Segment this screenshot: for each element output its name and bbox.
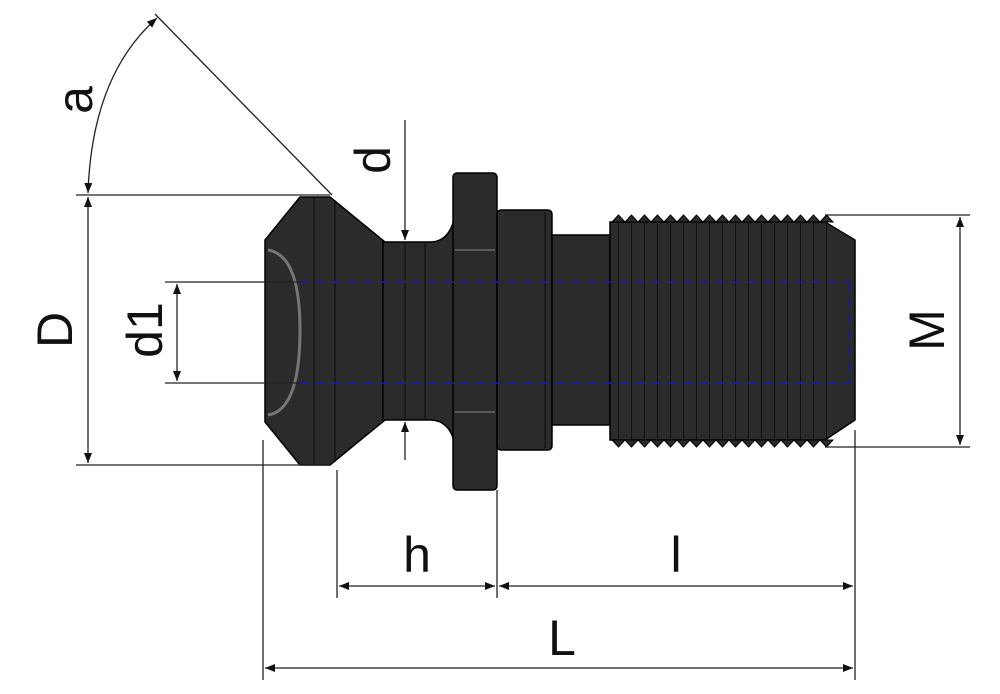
- label-l: l: [670, 527, 681, 583]
- dimension-lengths: h l L: [262, 430, 856, 680]
- thread-tooth: [779, 439, 796, 448]
- label-h: h: [403, 527, 431, 583]
- dimension-d1: d1: [117, 281, 300, 384]
- thread-tooth: [727, 214, 744, 223]
- thread-tooth: [740, 439, 757, 448]
- thread-teeth: [610, 214, 835, 448]
- pull-stud-body: [264, 172, 856, 491]
- thread-tooth: [610, 214, 627, 223]
- label-L: L: [548, 610, 576, 666]
- label-D: D: [27, 312, 83, 348]
- thread-tooth: [675, 214, 692, 223]
- thread-tooth: [714, 214, 731, 223]
- thread-tooth: [753, 439, 770, 448]
- thread-tooth: [675, 439, 692, 448]
- thread-tooth: [636, 439, 653, 448]
- thread-tooth: [623, 214, 640, 223]
- thread-tooth: [649, 214, 666, 223]
- thread-tooth: [610, 439, 627, 448]
- label-d1: d1: [117, 302, 173, 358]
- thread-tooth: [714, 439, 731, 448]
- thread-tooth: [688, 214, 705, 223]
- thread-tooth: [792, 439, 809, 448]
- thread-tooth: [805, 214, 822, 223]
- thread-tooth: [805, 439, 822, 448]
- thread-tooth: [818, 439, 835, 448]
- label-d: d: [345, 146, 401, 174]
- dimension-angle-a: a: [47, 13, 333, 196]
- thread-tooth: [701, 214, 718, 223]
- thread-tooth: [636, 214, 653, 223]
- thread-tooth: [701, 439, 718, 448]
- thread-tooth: [662, 214, 679, 223]
- thread-tooth: [662, 439, 679, 448]
- thread-tooth: [623, 439, 640, 448]
- dimension-M: M: [825, 214, 970, 448]
- thread-tooth: [779, 214, 796, 223]
- thread-tooth: [727, 439, 744, 448]
- thread-tooth: [753, 214, 770, 223]
- dimension-d: d: [345, 120, 409, 460]
- label-M: M: [899, 309, 955, 351]
- label-a: a: [47, 86, 103, 114]
- thread-tooth: [818, 214, 835, 223]
- thread-tooth: [688, 439, 705, 448]
- dimension-D: D: [27, 194, 330, 466]
- thread-tooth: [649, 439, 666, 448]
- hidden-bore-lines: [300, 281, 851, 384]
- thread-tooth: [792, 214, 809, 223]
- thread-tooth: [740, 214, 757, 223]
- thread-tooth: [766, 214, 783, 223]
- thread-tooth: [766, 439, 783, 448]
